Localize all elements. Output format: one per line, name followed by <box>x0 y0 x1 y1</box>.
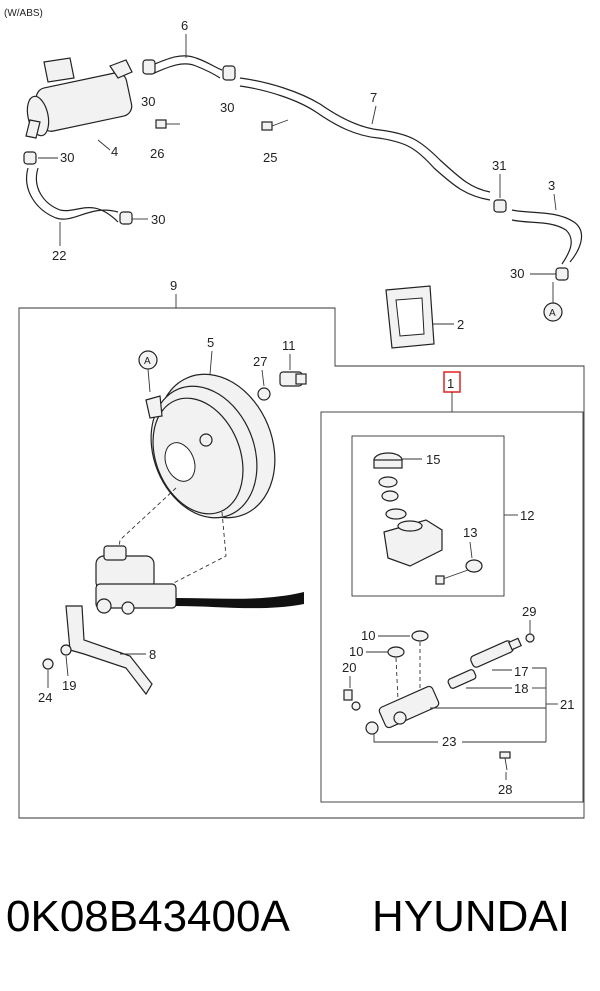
washer-27 <box>257 387 271 401</box>
callout-29: 29 <box>522 604 536 619</box>
assembly-outline-9 <box>18 307 585 819</box>
check-valve-11 <box>279 371 307 387</box>
master-cylinder-body <box>365 637 522 735</box>
callout-3: 3 <box>548 178 555 193</box>
callout-15: 15 <box>426 452 440 467</box>
callout-27: 27 <box>253 354 267 369</box>
part-footer: 0K08B43400A HYUNDAI <box>0 880 600 960</box>
callout-18: 18 <box>514 681 528 696</box>
bracket-8 <box>65 605 153 696</box>
callout-25: 25 <box>263 150 277 165</box>
callout-11: 11 <box>282 338 296 353</box>
callout-5: 5 <box>207 335 214 350</box>
part-number: 0K08B43400A <box>6 892 290 941</box>
nut-19 <box>60 644 72 656</box>
callout-23: 23 <box>442 734 456 749</box>
callout-31: 31 <box>492 158 506 173</box>
bolt-13 <box>435 559 483 585</box>
vacuum-pipe-7 <box>239 77 491 193</box>
callout-28: 28 <box>498 782 512 797</box>
callout-30: 30 <box>510 266 524 281</box>
hose-3 <box>511 209 583 263</box>
seal-10 <box>411 630 429 642</box>
brake-booster-5 <box>145 373 276 519</box>
master-cylinder-outline-1 <box>320 411 584 803</box>
callout-9: 9 <box>170 278 177 293</box>
reference-marker-label: A <box>549 308 556 319</box>
callout-30: 30 <box>60 150 74 165</box>
hose-22 <box>26 167 119 220</box>
callout-2: 2 <box>457 317 464 332</box>
hose-6 <box>149 55 223 71</box>
callout-24: 24 <box>38 690 52 705</box>
callout-10: 10 <box>361 628 375 643</box>
callout-12: 12 <box>520 508 534 523</box>
bolt <box>155 119 289 131</box>
gasket-2 <box>385 285 435 349</box>
screw-28 <box>499 751 511 771</box>
brand-name: HYUNDAI <box>372 892 571 941</box>
callout-6: 6 <box>181 18 188 33</box>
callout-30: 30 <box>220 100 234 115</box>
callout-1: 1 <box>447 376 454 391</box>
reservoir-cap-15 <box>373 452 407 520</box>
callout-8: 8 <box>149 647 156 662</box>
master-cylinder-assembly <box>95 545 304 615</box>
reference-marker-label: A <box>144 356 151 367</box>
nut-24 <box>42 658 54 670</box>
fluid-reservoir <box>383 519 443 567</box>
clamp <box>23 59 569 281</box>
reservoir-outline-12 <box>351 435 505 597</box>
callout-26: 26 <box>150 146 164 161</box>
nut-29 <box>525 633 535 643</box>
callout-10: 10 <box>349 644 363 659</box>
seal-10 <box>387 646 405 658</box>
callout-17: 17 <box>514 664 528 679</box>
callout-20: 20 <box>342 660 356 675</box>
vacuum-canister <box>25 57 133 139</box>
bolt-20 <box>343 689 361 711</box>
callout-30: 30 <box>141 94 155 109</box>
callout-4: 4 <box>111 144 118 159</box>
callout-13: 13 <box>463 525 477 540</box>
callout-7: 7 <box>370 90 377 105</box>
callout-21: 21 <box>560 697 574 712</box>
variant-label: (W/ABS) <box>4 8 43 19</box>
callout-19: 19 <box>62 678 76 693</box>
callout-30: 30 <box>151 212 165 227</box>
callout-22: 22 <box>52 248 66 263</box>
